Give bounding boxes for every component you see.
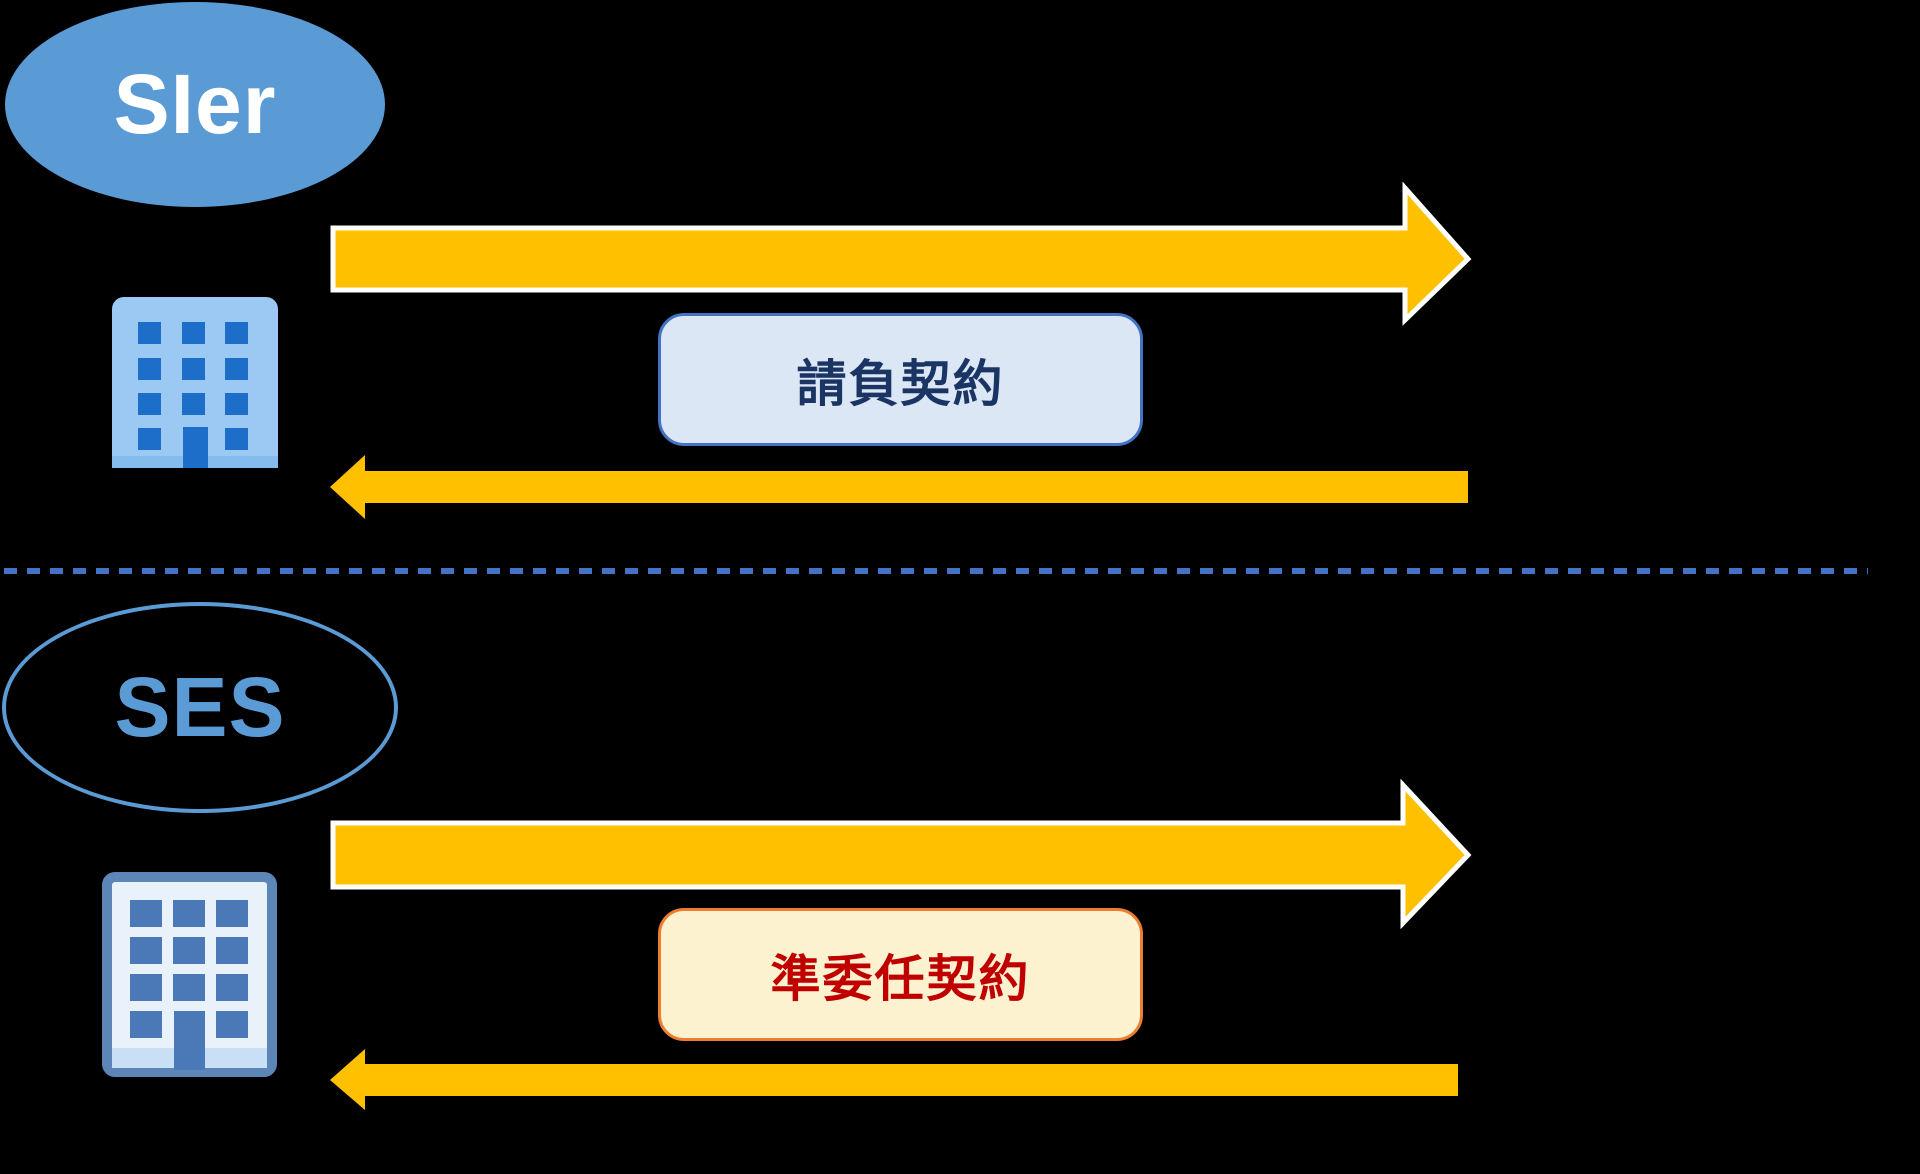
- order-arrow-right-icon: [330, 779, 1472, 929]
- return-arrow-left-icon: [330, 455, 1468, 519]
- order-arrow-right-icon: [330, 182, 1472, 326]
- building-door: [174, 1011, 205, 1070]
- ses-ellipse: SES: [2, 602, 398, 813]
- office-building-icon: [112, 297, 278, 468]
- ukeoi-contract-label: 請負契約: [796, 355, 1005, 412]
- junin-contract-box: 準委任契約: [658, 908, 1143, 1041]
- junin-contract-label: 準委任契約: [770, 950, 1031, 1007]
- sier-ellipse: SIer: [5, 2, 385, 207]
- sier-label: SIer: [113, 57, 277, 151]
- office-building-outline-icon: [102, 872, 277, 1077]
- section-divider: [4, 568, 1868, 574]
- return-arrow-left-icon: [330, 1049, 1458, 1110]
- ses-label: SES: [114, 660, 286, 754]
- building-door: [183, 427, 208, 468]
- ukeoi-contract-box: 請負契約: [658, 313, 1143, 446]
